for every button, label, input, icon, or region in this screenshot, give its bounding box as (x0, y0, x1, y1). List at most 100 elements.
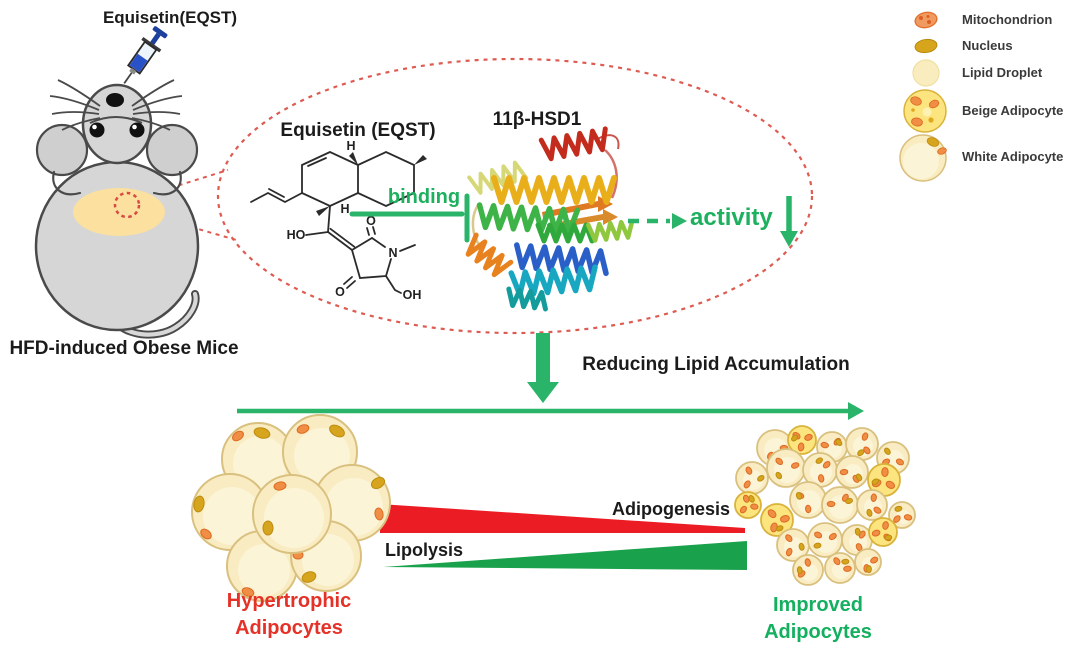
mito-spot (919, 16, 923, 20)
decalin-right-ring (357, 151, 415, 207)
mitochondrion-icon (817, 474, 825, 483)
adipogenesis-triangle (380, 504, 745, 533)
mitochondrion-icon (241, 587, 255, 597)
connector-line-upper (137, 169, 229, 199)
lipid-droplet-icon (233, 436, 287, 490)
mitochondrion-icon (903, 514, 913, 521)
mitochondrion-icon (873, 506, 882, 514)
beige-adipocyte-cell (760, 503, 794, 537)
lipolysis-label: Lipolysis (384, 540, 464, 560)
tetramic-ring (351, 236, 392, 279)
mitochondrion-icon (881, 467, 889, 478)
atom-labels: H H HO O N O OH (287, 139, 422, 302)
white-adipocyte-cell (776, 528, 810, 562)
beige-adipocyte-cell (787, 425, 817, 455)
lipid-droplet-icon (325, 478, 383, 536)
syringe-liquid (129, 53, 148, 73)
protein-helix (508, 264, 598, 298)
nucleus-icon (757, 474, 765, 482)
syringe-plunger-cap (152, 26, 168, 39)
injection-label: Equisetin(EQST) (102, 8, 238, 27)
n-methyl (399, 244, 416, 252)
mouse-left-arm (52, 170, 82, 196)
white-adipocyte-cell (252, 474, 332, 554)
hypertrophic-caption: Hypertrophic Adipocytes (227, 588, 351, 642)
mitochondrion-icon (914, 11, 938, 29)
syringe-plunger-rod (149, 32, 161, 46)
mouse-right-ear (145, 123, 199, 177)
activity-dashed-arrow (628, 213, 687, 229)
atom-h-top: H (346, 139, 355, 153)
hypertrophic-caption-line2: Adipocytes (235, 617, 343, 639)
enol-bond-1 (327, 231, 353, 251)
atom-o-bottom: O (335, 285, 345, 299)
adipogenesis-label: Adipogenesis (611, 499, 731, 519)
beige-dot (911, 108, 915, 112)
beige-adipocyte-cell (867, 463, 901, 497)
nucleus-icon (262, 520, 274, 536)
bond-ho (305, 231, 329, 236)
mitochondrion-icon (745, 466, 753, 475)
protein-loop-pink (604, 149, 618, 199)
nucleus-icon (854, 527, 861, 536)
improved-caption-line1: Improved (772, 594, 864, 616)
legend-item-lipid-droplet: Lipid Droplet (962, 65, 1043, 80)
beige-nucleus-dot (928, 117, 934, 123)
propenyl-chain (250, 191, 303, 204)
mito-spot (927, 20, 931, 24)
lipolysis-triangle (383, 541, 747, 570)
nucleus-icon (914, 38, 938, 54)
mouse-left-eye (89, 122, 105, 138)
mitochondrion-icon (843, 565, 852, 572)
zoom-connector-lines (137, 169, 241, 242)
nucleus-icon (871, 478, 880, 485)
mouse-left-eye-shine (92, 124, 97, 130)
lipid-droplet-icon (832, 561, 850, 579)
decalin-left-ring (301, 151, 359, 207)
syringe-icon (123, 26, 168, 84)
mito-body (914, 11, 938, 29)
white-adipocyte-cell (807, 522, 843, 558)
nucleus-icon (866, 565, 872, 574)
white-adipocyte-cell (845, 427, 879, 461)
molecule-title: Equisetin (EQST) (280, 120, 436, 141)
mitochondrion-icon (885, 480, 896, 489)
atom-oh: OH (403, 288, 422, 302)
nucleus-icon (884, 534, 893, 541)
protein-helix (476, 202, 581, 235)
nucleus-icon (813, 542, 822, 549)
mitochondrion-icon (779, 515, 790, 523)
white-adipocyte-cell (888, 501, 916, 529)
syringe-needle (123, 72, 133, 84)
mitochondrion-icon (870, 493, 877, 502)
dashed-arrowhead (672, 213, 687, 229)
transition-arrow (237, 402, 864, 420)
legend-icons (899, 11, 947, 182)
down-arrowhead (780, 231, 798, 247)
beige-adipocyte-icon (903, 89, 947, 133)
equisetin-structure: H H HO O N O OH (250, 139, 427, 302)
white-adipocyte-cell (854, 548, 882, 576)
white-adipocyte-cell (841, 524, 873, 556)
carbonyl-top-2 (372, 226, 376, 235)
hypertrophic-caption-line1: Hypertrophic (226, 590, 352, 612)
mouse-body (34, 160, 200, 332)
ring-double-bond (307, 157, 327, 167)
white-adipocyte-cell (821, 486, 859, 524)
enol-bond-2 (329, 227, 356, 248)
beige-mito (928, 99, 940, 109)
ch2oh-chain (385, 275, 402, 294)
nucleus-icon (748, 495, 755, 503)
mouse-belly-fat-patch (73, 188, 165, 236)
mouse-caption: HFD-induced Obese Mice (9, 338, 239, 359)
mouse-whiskers (49, 79, 183, 131)
binding-inhibition-arrow (349, 193, 470, 243)
mitochondrion-icon (767, 509, 777, 519)
mitochondrion-icon (871, 529, 881, 537)
legend-item-beige-adipocyte: Beige Adipocyte (962, 103, 1064, 118)
nucleus-icon (301, 571, 317, 583)
mitochondrion-icon (374, 507, 384, 521)
lipid-droplet-icon (203, 487, 261, 545)
activity-down-arrow (780, 196, 798, 247)
